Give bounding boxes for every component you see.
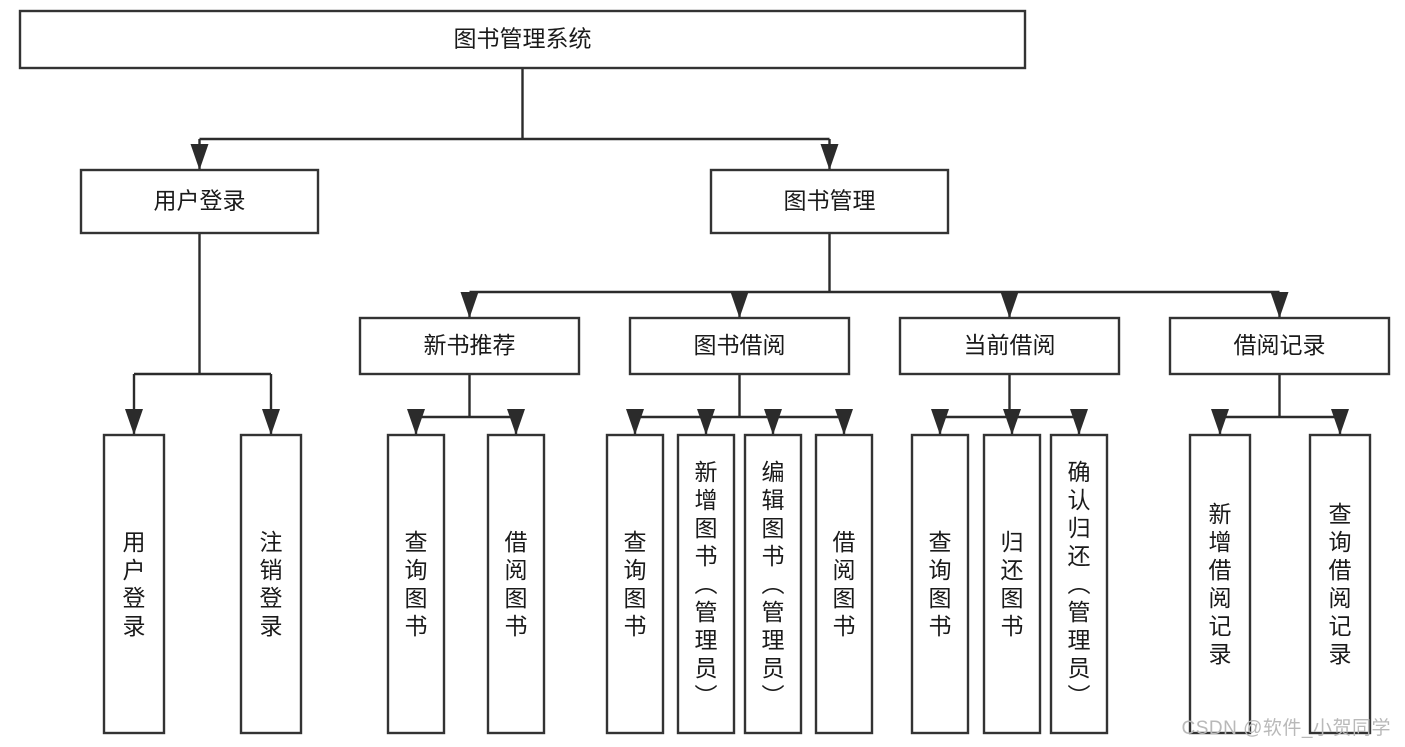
arrow-head-icon xyxy=(125,409,143,435)
node-box-leaf-borrow-book-1[interactable] xyxy=(486,433,546,735)
connector-group-book-manage xyxy=(460,233,1289,318)
node-box-leaf-edit-book-admin[interactable] xyxy=(743,433,803,735)
arrow-head-icon xyxy=(730,292,749,318)
connector-group-new-book-recommend xyxy=(407,374,525,435)
node-box-leaf-user-login[interactable] xyxy=(102,433,166,735)
node-label-book-manage: 图书管理 xyxy=(784,188,876,214)
arrow-head-icon xyxy=(1331,409,1349,435)
node-book-manage[interactable]: 图书管理 xyxy=(709,168,950,235)
arrow-head-icon xyxy=(626,409,644,435)
node-label-new-book-recommend: 新书推荐 xyxy=(424,332,516,358)
arrow-head-icon xyxy=(1270,292,1289,318)
node-leaf-borrow-book-1[interactable]: 借阅图书 xyxy=(486,433,546,735)
node-box-leaf-logout-login[interactable] xyxy=(239,433,303,735)
arrow-head-icon xyxy=(764,409,782,435)
connector-group-current-borrow xyxy=(931,374,1088,435)
connector-group-user-login xyxy=(125,233,280,435)
arrow-head-icon xyxy=(1211,409,1229,435)
node-label-leaf-query-book-1: 查询图书 xyxy=(405,529,428,639)
arrow-head-icon xyxy=(262,409,280,435)
node-label-leaf-logout-login: 注销登录 xyxy=(260,529,283,639)
node-label-current-borrow: 当前借阅 xyxy=(964,332,1056,358)
node-leaf-confirm-return-admin[interactable]: 确认归还︵管理员︶ xyxy=(1049,433,1109,735)
node-leaf-borrow-book-2[interactable]: 借阅图书 xyxy=(814,433,874,735)
node-box-root[interactable] xyxy=(18,9,1027,70)
node-leaf-add-book-admin[interactable]: 新增图书︵管理员︶ xyxy=(676,433,736,735)
node-leaf-query-book-1[interactable]: 查询图书 xyxy=(386,433,446,735)
arrow-head-icon xyxy=(820,144,839,170)
arrow-head-icon xyxy=(190,144,209,170)
arrow-head-icon xyxy=(931,409,949,435)
node-root[interactable]: 图书管理系统 xyxy=(18,9,1027,70)
node-leaf-query-book-3[interactable]: 查询图书 xyxy=(910,433,970,735)
node-leaf-logout-login[interactable]: 注销登录 xyxy=(239,433,303,735)
node-label-leaf-user-login: 用户登录 xyxy=(123,529,146,639)
node-leaf-query-book-2[interactable]: 查询图书 xyxy=(605,433,665,735)
node-box-book-manage[interactable] xyxy=(709,168,950,235)
arrow-head-icon xyxy=(835,409,853,435)
connectors-layer xyxy=(125,68,1349,435)
node-label-leaf-add-book-admin: 新增图书︵管理员︶ xyxy=(695,459,718,709)
connector-group-root xyxy=(190,68,839,170)
node-label-leaf-confirm-return-admin: 确认归还︵管理员︶ xyxy=(1068,459,1091,709)
node-label-leaf-query-book-3: 查询图书 xyxy=(929,529,952,639)
csdn-watermark: CSDN @软件_小贺同学 xyxy=(1181,718,1391,739)
node-box-borrow-record[interactable] xyxy=(1168,316,1391,376)
arrow-head-icon xyxy=(1003,409,1021,435)
arrow-head-icon xyxy=(697,409,715,435)
arrow-head-icon xyxy=(507,409,525,435)
nodes-layer: 图书管理系统用户登录图书管理新书推荐图书借阅当前借阅借阅记录用户登录注销登录查询… xyxy=(18,9,1391,735)
node-label-leaf-borrow-book-2: 借阅图书 xyxy=(833,529,856,639)
node-new-book-recommend[interactable]: 新书推荐 xyxy=(358,316,581,376)
connector-group-borrow-record xyxy=(1211,374,1349,435)
connector-group-book-borrow xyxy=(626,374,853,435)
node-box-leaf-query-book-2[interactable] xyxy=(605,433,665,735)
node-leaf-query-borrow-record[interactable]: 查询借阅记录 xyxy=(1308,433,1372,735)
arrow-head-icon xyxy=(460,292,479,318)
node-book-borrow[interactable]: 图书借阅 xyxy=(628,316,851,376)
node-box-leaf-query-book-3[interactable] xyxy=(910,433,970,735)
node-borrow-record[interactable]: 借阅记录 xyxy=(1168,316,1391,376)
node-leaf-edit-book-admin[interactable]: 编辑图书︵管理员︶ xyxy=(743,433,803,735)
node-box-leaf-add-borrow-record[interactable] xyxy=(1188,433,1252,735)
node-label-leaf-query-borrow-record: 查询借阅记录 xyxy=(1329,501,1352,667)
node-label-leaf-edit-book-admin: 编辑图书︵管理员︶ xyxy=(762,459,785,709)
node-label-book-borrow: 图书借阅 xyxy=(694,332,786,358)
node-user-login[interactable]: 用户登录 xyxy=(79,168,320,235)
node-box-leaf-query-borrow-record[interactable] xyxy=(1308,433,1372,735)
node-box-book-borrow[interactable] xyxy=(628,316,851,376)
node-label-root: 图书管理系统 xyxy=(454,26,592,52)
node-box-leaf-query-book-1[interactable] xyxy=(386,433,446,735)
node-box-leaf-borrow-book-2[interactable] xyxy=(814,433,874,735)
node-box-leaf-confirm-return-admin[interactable] xyxy=(1049,433,1109,735)
arrow-head-icon xyxy=(1070,409,1088,435)
node-label-leaf-query-book-2: 查询图书 xyxy=(624,529,647,639)
node-current-borrow[interactable]: 当前借阅 xyxy=(898,316,1121,376)
node-label-borrow-record: 借阅记录 xyxy=(1234,332,1326,358)
node-box-current-borrow[interactable] xyxy=(898,316,1121,376)
node-box-leaf-return-book[interactable] xyxy=(982,433,1042,735)
node-label-user-login: 用户登录 xyxy=(154,188,246,214)
node-label-leaf-add-borrow-record: 新增借阅记录 xyxy=(1209,501,1232,667)
node-label-leaf-borrow-book-1: 借阅图书 xyxy=(505,529,528,639)
node-box-user-login[interactable] xyxy=(79,168,320,235)
arrow-head-icon xyxy=(407,409,425,435)
node-label-leaf-return-book: 归还图书 xyxy=(1001,529,1024,639)
node-leaf-add-borrow-record[interactable]: 新增借阅记录 xyxy=(1188,433,1252,735)
node-leaf-user-login[interactable]: 用户登录 xyxy=(102,433,166,735)
node-box-leaf-add-book-admin[interactable] xyxy=(676,433,736,735)
node-leaf-return-book[interactable]: 归还图书 xyxy=(982,433,1042,735)
arrow-head-icon xyxy=(1000,292,1019,318)
node-box-new-book-recommend[interactable] xyxy=(358,316,581,376)
